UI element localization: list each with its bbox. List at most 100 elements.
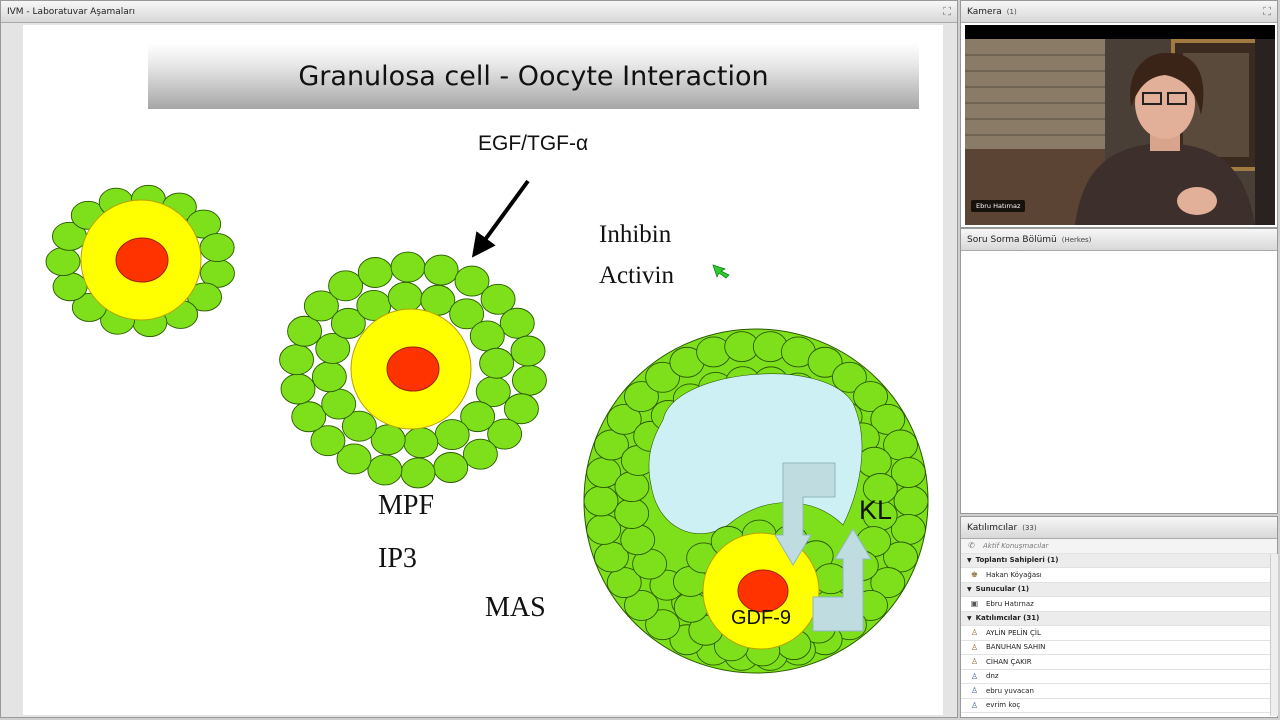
granulosa-cell <box>479 347 515 379</box>
cumulus-oocyte-complex <box>279 251 547 489</box>
egf-arrow <box>471 179 530 258</box>
attendee-pod: Katılımcılar (33) ✆ Aktif Konuşmacılar ▼… <box>960 516 1278 718</box>
granulosa-cell <box>856 446 892 478</box>
granulosa-cell <box>460 401 496 433</box>
speaker-name-tag: Ebru Hatırnaz <box>971 200 1026 212</box>
active-speakers-label: Aktif Konuşmacılar <box>983 541 1049 550</box>
granulosa-cell <box>199 233 235 262</box>
chevron-down-icon: ▼ <box>967 614 972 622</box>
chevron-down-icon: ▼ <box>967 585 972 593</box>
attendee-name: evrim koç <box>986 701 1021 710</box>
granulosa-cell <box>883 541 918 573</box>
granulosa-cell <box>614 471 650 503</box>
oocyte-nucleus <box>386 346 440 392</box>
oocyte-nucleus <box>737 569 789 613</box>
antral-follicle <box>583 328 929 674</box>
attendee-row[interactable]: ♙ BANUHAN SAHIN <box>961 641 1277 655</box>
fullscreen-icon[interactable]: ⛶ <box>1263 5 1271 18</box>
kl-label: KL <box>859 495 893 525</box>
granulosa-cell <box>390 251 426 283</box>
webcam-frame <box>965 39 1275 225</box>
granulosa-cell <box>893 485 929 517</box>
granulosa-cell <box>594 429 629 461</box>
granulosa-cell <box>462 438 498 470</box>
granulosa-cell <box>321 388 357 420</box>
granulosa-cell <box>645 361 681 393</box>
granulosa-cell <box>310 425 346 457</box>
attendee-name: ebru yuvacan <box>986 686 1034 695</box>
attendee-count: (33) <box>1022 523 1037 532</box>
user-icon: ♙ <box>970 642 979 652</box>
attendee-name: Ebru Hatırnaz <box>986 599 1034 608</box>
attendee-pod-header: Katılımcılar (33) <box>961 517 1277 539</box>
attendee-scrollbar[interactable] <box>1270 554 1278 716</box>
granulosa-cell <box>434 419 470 451</box>
granulosa-cell <box>645 609 681 641</box>
chat-scope: (Herkes) <box>1061 235 1092 244</box>
mpf-label: MPF <box>378 490 435 521</box>
granulosa-cell <box>606 567 642 599</box>
green-cursor-icon <box>712 264 730 279</box>
user-icon: ♙ <box>970 671 979 681</box>
granulosa-cell <box>280 373 316 405</box>
attendee-name: Hakan Köyağası <box>986 570 1042 579</box>
attendee-row[interactable]: ♙ ebru yuvacan <box>961 684 1277 699</box>
granulosa-cell <box>400 457 436 489</box>
granulosa-cell <box>624 381 659 413</box>
user-icon: ♙ <box>970 700 979 710</box>
group-participants[interactable]: ▼ Katılımcılar (31) <box>961 611 1277 626</box>
attendee-row[interactable]: ▣ Ebru Hatırnaz <box>961 597 1277 612</box>
attendee-name: BANUHAN SAHIN <box>986 643 1046 652</box>
granulosa-cell <box>606 403 642 435</box>
attendee-row[interactable]: ♙ CİHAN ÇAKIR <box>961 655 1277 670</box>
user-icon: ♙ <box>970 686 979 696</box>
attendee-name: CİHAN ÇAKIR <box>986 657 1032 666</box>
group-hosts[interactable]: ▼ Toplantı Sahipleri (1) <box>961 553 1277 568</box>
webcam-video[interactable]: Ebru Hatırnaz <box>965 25 1275 225</box>
group-label: Toplantı Sahipleri (1) <box>975 556 1059 565</box>
camera-pod: Kamera (1) ⛶ Ebru Hatırnaz <box>960 0 1278 228</box>
granulosa-cell <box>433 452 469 483</box>
granulosa-cell <box>287 315 323 347</box>
camera-count: (1) <box>1006 7 1017 16</box>
granulosa-cell <box>614 498 650 529</box>
inhibin-label: Inhibin <box>599 221 672 248</box>
user-icon: ♙ <box>970 657 979 667</box>
granulosa-cell <box>499 307 535 339</box>
granulosa-cell <box>303 290 339 322</box>
granulosa-cell <box>423 254 459 286</box>
slide-title: Granulosa cell - Oocyte Interaction <box>148 43 919 109</box>
granulosa-cell <box>807 346 843 378</box>
group-presenters[interactable]: ▼ Sunucular (1) <box>961 582 1277 597</box>
presenter-icon: ▣ <box>970 599 979 609</box>
chat-message-area[interactable] <box>961 251 1277 513</box>
granulosa-cell <box>503 393 539 425</box>
granulosa-cell <box>367 454 403 486</box>
granulosa-cell <box>831 361 867 393</box>
chevron-down-icon: ▼ <box>967 556 972 564</box>
attendee-name: dnz <box>986 672 999 681</box>
fullscreen-icon[interactable]: ⛶ <box>943 5 951 18</box>
granulosa-cell <box>328 270 364 302</box>
granulosa-cell <box>487 418 523 450</box>
attendee-pod-title: Katılımcılar <box>967 522 1018 533</box>
gdf9-label: GDF-9 <box>731 607 791 629</box>
phone-icon: ✆ <box>968 541 975 551</box>
host-user-icon: ♚ <box>970 570 979 580</box>
attendee-row[interactable]: ♙ dnz <box>961 670 1277 684</box>
egf-label: EGF/TGF-α <box>478 132 589 155</box>
chat-pod-title: Soru Sorma Bölümü <box>967 234 1057 245</box>
share-pod-header: IVM - Laboratuvar Aşamaları ⛶ <box>1 1 957 23</box>
granulosa-cell <box>403 427 439 459</box>
attendee-row[interactable]: ♙ AYLİN PELİN ÇİL <box>961 626 1277 641</box>
follicle-diagram <box>45 179 929 674</box>
granulosa-cell <box>52 272 88 302</box>
active-speakers-row[interactable]: ✆ Aktif Konuşmacılar <box>961 539 1277 554</box>
oocyte-nucleus <box>115 237 169 283</box>
attendee-row[interactable]: ♙ evrim koç <box>961 699 1277 713</box>
granulosa-cell <box>870 567 906 599</box>
down-arrow-shape <box>774 462 836 566</box>
mas-label: MAS <box>485 592 546 623</box>
granulosa-cell <box>862 473 898 504</box>
attendee-row[interactable]: ♚ Hakan Köyağası <box>961 568 1277 583</box>
